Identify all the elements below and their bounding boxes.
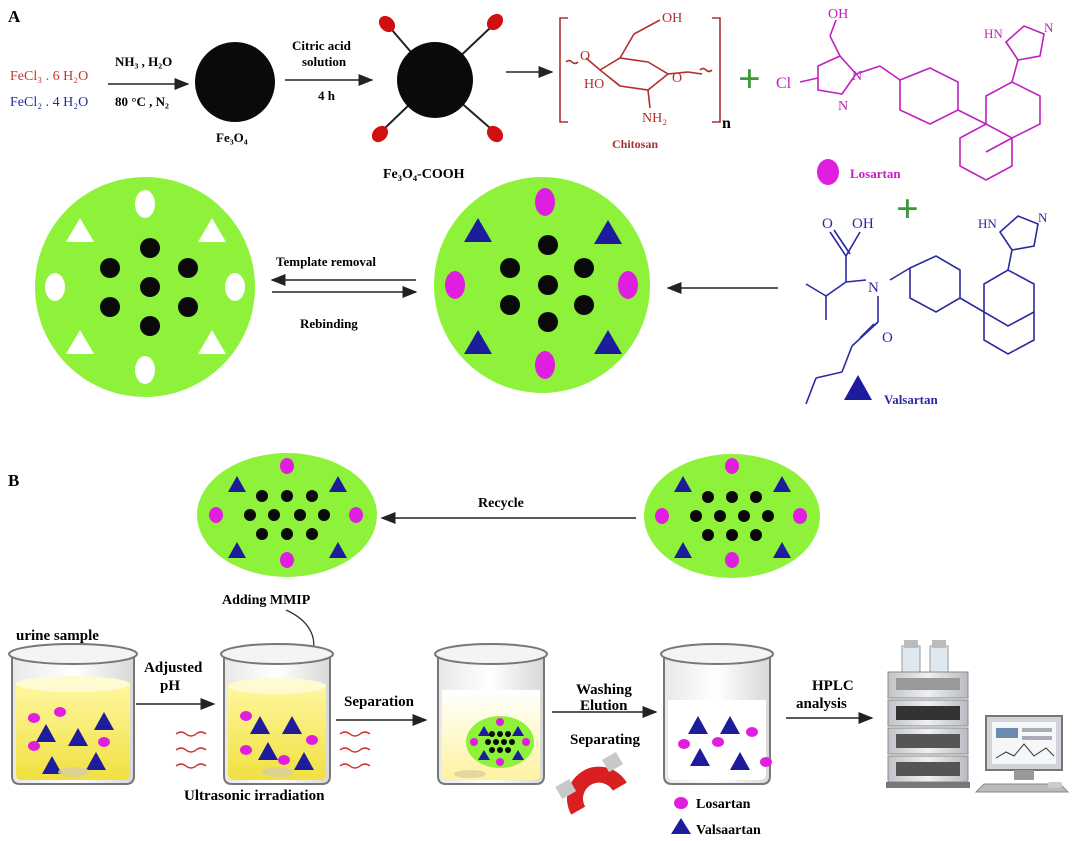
valsartan-oh: OH: [852, 216, 874, 232]
chitosan-n: n: [722, 115, 731, 132]
legend-valsartan-symbol: [671, 818, 691, 834]
valsartan-symbol: [844, 375, 872, 400]
urine-sample-label: urine sample: [16, 628, 99, 644]
chitosan-ho: HO: [584, 77, 604, 92]
beaker-ultrasonic: [220, 643, 334, 785]
losartan-n2: N: [838, 99, 848, 114]
chitosan-o-link: O: [580, 49, 590, 64]
hplc-instrument-icon: [886, 640, 970, 788]
template-removal-label: Template removal: [276, 254, 376, 269]
losartan-tetrazole-hn: HN: [984, 26, 1003, 41]
rebinding-label: Rebinding: [300, 316, 358, 331]
losartan-label: Losartan: [850, 166, 901, 181]
beaker-urine-sample: [8, 643, 138, 785]
valsartan-label: Valsartan: [884, 392, 938, 407]
condition-solution: solution: [302, 54, 347, 69]
losartan-tetrazole-n: N: [1044, 20, 1054, 35]
plus-icon-2: +: [896, 186, 919, 231]
condition-time: 4 h: [318, 88, 336, 103]
valsartan-tetrazole-hn: HN: [978, 216, 997, 231]
mmip-template-removed: [35, 177, 255, 397]
legend-losartan-symbol: [674, 797, 688, 809]
condition-temp: 80 °C , N₂: [115, 94, 169, 109]
losartan-cl: Cl: [776, 75, 792, 92]
valsartan-structure: [805, 215, 1039, 405]
losartan-symbol: [817, 159, 839, 185]
chitosan-nh2: NH₂: [642, 111, 667, 126]
plus-icon: +: [738, 56, 761, 101]
mmip-loaded: [644, 454, 820, 578]
ultrasonic-label: Ultrasonic irradiation: [184, 788, 325, 804]
panel-b-label: B: [8, 471, 19, 490]
ph-label: pH: [160, 678, 180, 694]
chitosan-oh: OH: [662, 11, 682, 26]
valsartan-n: N: [868, 280, 879, 296]
recycle-label: Recycle: [478, 496, 524, 511]
mmip-with-templates: [434, 177, 650, 393]
hplc-label: HPLC: [812, 678, 854, 694]
fe3o4-particle: [195, 42, 275, 122]
separation-label: Separation: [344, 694, 415, 710]
mmip-recycled: [197, 453, 377, 577]
losartan-structure: [799, 19, 1045, 181]
losartan-oh: OH: [828, 7, 848, 22]
magnet-icon: [555, 751, 627, 815]
chitosan-structure: [559, 17, 721, 123]
valsartan-o1: O: [822, 216, 833, 232]
valsartan-o2: O: [882, 330, 893, 346]
losartan-n1: N: [852, 69, 862, 84]
ultrasonic-waves-left: [175, 731, 207, 769]
chitosan-label: Chitosan: [612, 137, 658, 151]
hplc-analysis-label: analysis: [796, 696, 847, 712]
washing-label: Washing: [576, 682, 632, 698]
valsartan-tetrazole-n: N: [1038, 210, 1048, 225]
legend-losartan-label: Losartan: [696, 797, 751, 812]
legend-valsartan-label: Valsaartan: [696, 823, 761, 838]
beaker-eluate: [660, 643, 774, 785]
adjusted-label: Adjusted: [144, 660, 203, 676]
fe3o4-label: Fe₃O₄: [216, 130, 248, 145]
beaker-separation: [434, 643, 548, 785]
panel-a-label: A: [8, 7, 21, 26]
condition-citric: Citric acid: [292, 38, 352, 53]
computer-monitor-icon: [974, 715, 1070, 793]
fe3o4-cooh-label: Fe₃O₄-COOH: [383, 167, 465, 182]
adding-mmip-label: Adding MMIP: [222, 593, 311, 608]
chitosan-o-ring: O: [672, 71, 682, 86]
fe3o4-cooh-particle: [371, 13, 504, 143]
ultrasonic-waves-right: [339, 731, 371, 769]
separating-label: Separating: [570, 732, 641, 748]
elution-label: Elution: [580, 698, 628, 714]
reagent-fecl2: FeCl₂ . 4 H₂O: [10, 95, 88, 110]
condition-nh3: NH₃ , H₂O: [115, 54, 172, 69]
reagent-fecl3: FeCl₃ . 6 H₂O: [10, 69, 88, 84]
